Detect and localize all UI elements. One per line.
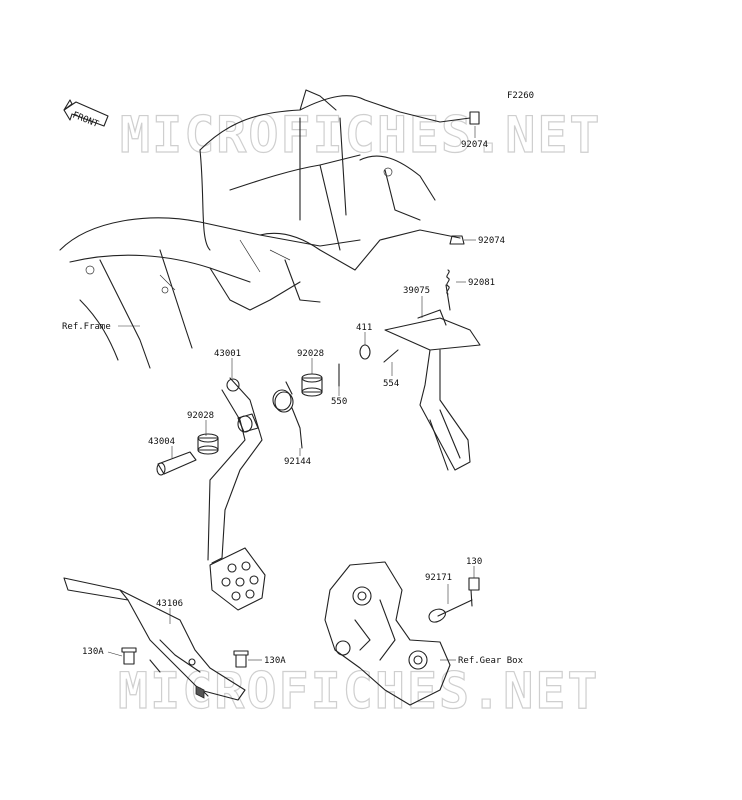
pin-554-icon (383, 349, 399, 363)
brake-pedal-drawing (207, 377, 266, 611)
bolt-130A-right-icon (233, 650, 249, 668)
part-label: 92074 (461, 140, 488, 150)
part-label: 130A (82, 647, 104, 657)
frame-drawing (59, 89, 471, 369)
watermark-top: MICROFICHES.NET (120, 106, 602, 164)
part-label: 92171 (425, 573, 452, 583)
part-label: 130A (264, 656, 286, 666)
spring-92144-icon (272, 381, 303, 449)
part-label: 43001 (214, 349, 241, 359)
bolt-130-icon (468, 577, 480, 607)
part-label: 92081 (468, 278, 495, 288)
part-label: 92074 (478, 236, 505, 246)
diagram-code: F2260 (507, 91, 534, 101)
part-label: 411 (356, 323, 372, 333)
collar-92028-lower-icon (197, 433, 219, 455)
part-label: Ref.Gear Box (458, 656, 524, 666)
washer-411-icon (359, 344, 371, 360)
part-label: 554 (383, 379, 399, 389)
cap-92074-lower-icon (449, 235, 465, 245)
part-label: 550 (331, 397, 347, 407)
collar-92028-upper-icon (301, 373, 323, 397)
accelerator-pedal-drawing (384, 269, 481, 471)
part-label: 43106 (156, 599, 183, 609)
part-label: 43004 (148, 437, 175, 447)
part-label: 39075 (403, 286, 430, 296)
gear-box-drawing (324, 561, 451, 706)
part-label: 92028 (297, 349, 324, 359)
watermark-bottom: MICROFICHES.NET (118, 662, 600, 720)
front-badge-label: FRONT (71, 111, 100, 131)
part-label: 130 (466, 557, 482, 567)
pin-43004-icon (156, 451, 197, 476)
leader-lines (107, 126, 476, 661)
bolt-130A-left-icon (121, 647, 137, 665)
part-label: 92028 (187, 411, 214, 421)
part-label: 92144 (284, 457, 311, 467)
part-label: Ref.Frame (62, 322, 111, 332)
pin-92171-icon (428, 599, 473, 623)
parking-brake-lever-drawing (63, 577, 246, 701)
front-arrow-icon: FRONT (63, 99, 109, 131)
cap-92074-upper-icon (469, 111, 480, 125)
